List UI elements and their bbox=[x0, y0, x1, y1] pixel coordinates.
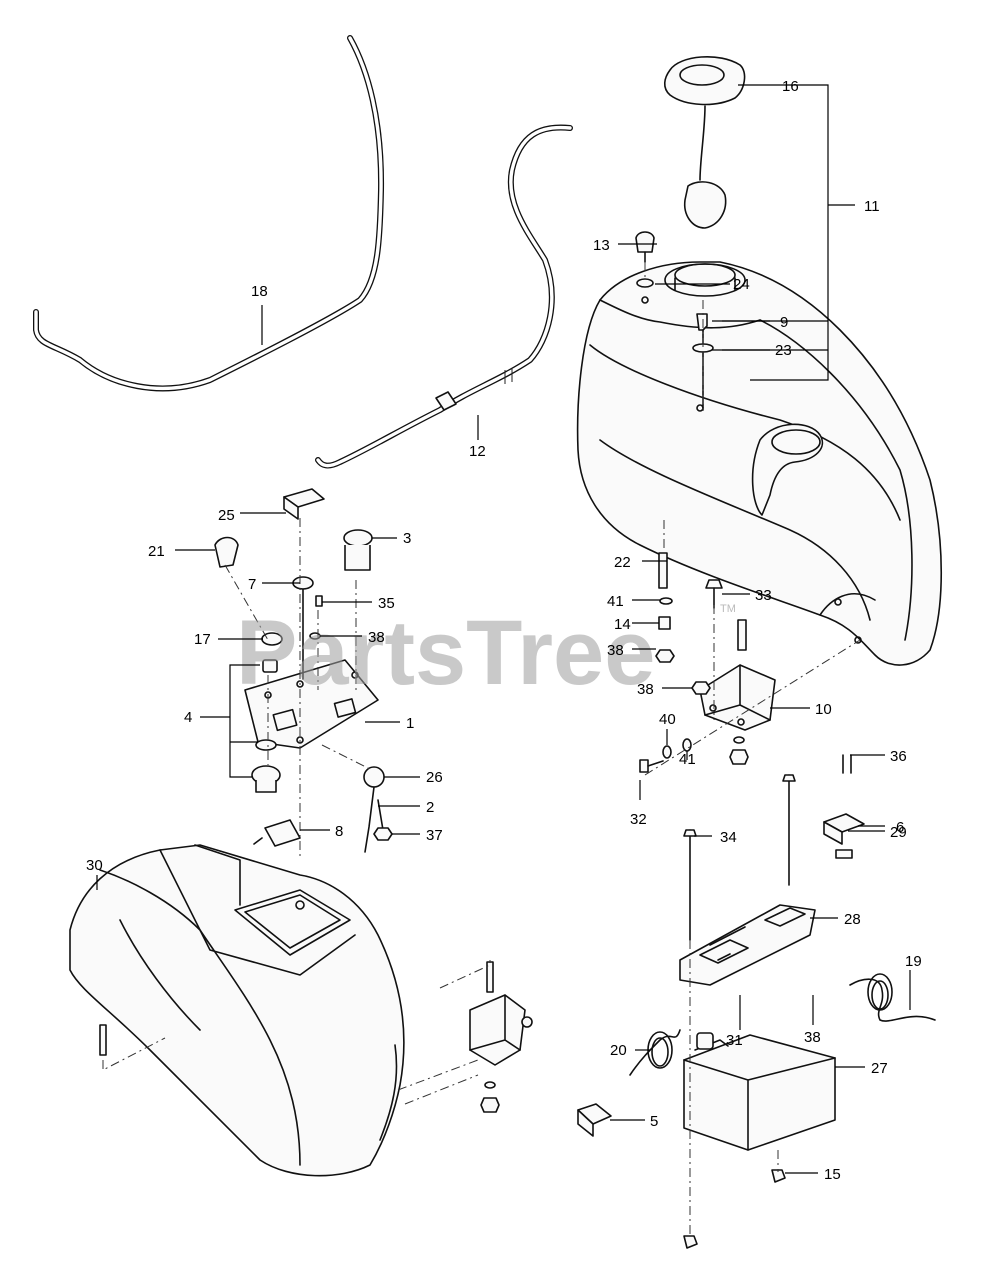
switch-6 bbox=[823, 754, 865, 859]
vent-13 bbox=[635, 231, 655, 263]
bolt-33 bbox=[705, 579, 723, 609]
callout-13: 13 bbox=[593, 237, 610, 254]
callout-39: 38 bbox=[368, 629, 385, 646]
standoff-22 bbox=[658, 552, 668, 589]
callout-29: 29 bbox=[890, 824, 907, 841]
callout-6: 6 bbox=[896, 819, 904, 836]
callout-2: 2 bbox=[426, 799, 434, 816]
harness-8 bbox=[253, 819, 301, 847]
callout-31: 31 bbox=[726, 1032, 743, 1049]
battery-27 bbox=[683, 1032, 836, 1151]
switch-assembly-4 bbox=[251, 659, 281, 793]
callout-18: 18 bbox=[251, 283, 268, 300]
callout-9: 9 bbox=[780, 314, 788, 331]
cable-19 bbox=[849, 973, 936, 1022]
bolt-32 bbox=[639, 759, 664, 773]
callout-16: 16 bbox=[782, 78, 799, 95]
rod-34 bbox=[683, 829, 697, 941]
callout-41-lower: 41 bbox=[679, 751, 696, 768]
callout-26: 26 bbox=[426, 769, 443, 786]
pin bbox=[737, 619, 747, 651]
callout-27: 27 bbox=[871, 1060, 888, 1077]
callout-4: 4 bbox=[184, 709, 192, 726]
assembly-lines bbox=[102, 262, 861, 1235]
nut-38-upper bbox=[655, 649, 675, 663]
callout-7: 7 bbox=[248, 576, 256, 593]
callout-15: 15 bbox=[824, 1166, 841, 1183]
callout-11: 11 bbox=[864, 198, 880, 215]
cable-20 bbox=[629, 1029, 681, 1076]
clip-15 bbox=[771, 1169, 786, 1183]
choke-7 bbox=[292, 576, 314, 680]
callout-12: 12 bbox=[469, 443, 486, 460]
callout-21: 21 bbox=[148, 543, 165, 560]
callout-22: 22 bbox=[614, 554, 631, 571]
bracket-fender bbox=[469, 994, 533, 1066]
callout-38-lower: 38 bbox=[804, 1029, 821, 1046]
callout-20: 20 bbox=[610, 1042, 627, 1059]
hose-12 bbox=[315, 124, 573, 469]
fender-30 bbox=[69, 844, 405, 1177]
washer-24 bbox=[636, 278, 654, 288]
callout-30: 30 bbox=[86, 857, 103, 874]
callout-1: 1 bbox=[406, 715, 414, 732]
callout-38-upper: 38 bbox=[607, 642, 624, 659]
watermark-text: PartsTree bbox=[236, 602, 655, 704]
fuel-tank bbox=[576, 261, 943, 666]
bracket-10 bbox=[699, 664, 776, 731]
clip-bottom bbox=[683, 1235, 698, 1249]
callout-17: 17 bbox=[194, 631, 211, 648]
solenoid-5 bbox=[577, 1103, 612, 1137]
rod-long bbox=[782, 774, 796, 886]
switch-25 bbox=[283, 488, 325, 520]
callout-3: 3 bbox=[403, 530, 411, 547]
washer-41-upper bbox=[659, 597, 673, 605]
leader-lines bbox=[96, 84, 911, 1174]
hose-18 bbox=[33, 35, 385, 392]
battery-tray-28 bbox=[679, 904, 816, 986]
callout-19: 19 bbox=[905, 953, 922, 970]
callout-38-mid: 38 bbox=[637, 681, 654, 698]
nut-37 bbox=[373, 827, 393, 841]
callout-14: 14 bbox=[614, 616, 631, 633]
callout-32: 32 bbox=[630, 811, 647, 828]
throttle-2 bbox=[363, 766, 385, 853]
nut-fender bbox=[480, 1081, 500, 1113]
screw-35 bbox=[315, 595, 323, 607]
callout-25: 25 bbox=[218, 507, 235, 524]
callout-34: 34 bbox=[720, 829, 737, 846]
watermark-tm: TM bbox=[720, 603, 736, 615]
callout-8: 8 bbox=[335, 823, 343, 840]
pin-fender-left bbox=[99, 1024, 107, 1056]
callout-41-upper: 41 bbox=[607, 593, 624, 610]
ignition-3 bbox=[343, 529, 373, 571]
knob-21 bbox=[214, 536, 239, 568]
callout-35: 35 bbox=[378, 595, 395, 612]
callout-10: 10 bbox=[815, 701, 832, 718]
callout-37: 37 bbox=[426, 827, 443, 844]
callout-24: 24 bbox=[733, 276, 750, 293]
control-panel-1 bbox=[244, 659, 379, 749]
callout-40: 40 bbox=[659, 711, 676, 728]
washer-40 bbox=[662, 745, 672, 759]
callouts: 16 11 13 24 9 23 18 12 25 3 21 7 35 17 3… bbox=[86, 78, 922, 1183]
spacer-14 bbox=[658, 616, 671, 630]
callout-5: 5 bbox=[650, 1113, 658, 1130]
callout-28: 28 bbox=[844, 911, 861, 928]
washer-41-lower bbox=[682, 738, 692, 752]
callout-36: 36 bbox=[890, 748, 907, 765]
fuel-cap bbox=[663, 56, 746, 229]
callout-33: 33 bbox=[755, 587, 772, 604]
nut-lower-bracket bbox=[729, 736, 749, 765]
nut-38-mid bbox=[691, 681, 711, 695]
callout-23: 23 bbox=[775, 342, 792, 359]
